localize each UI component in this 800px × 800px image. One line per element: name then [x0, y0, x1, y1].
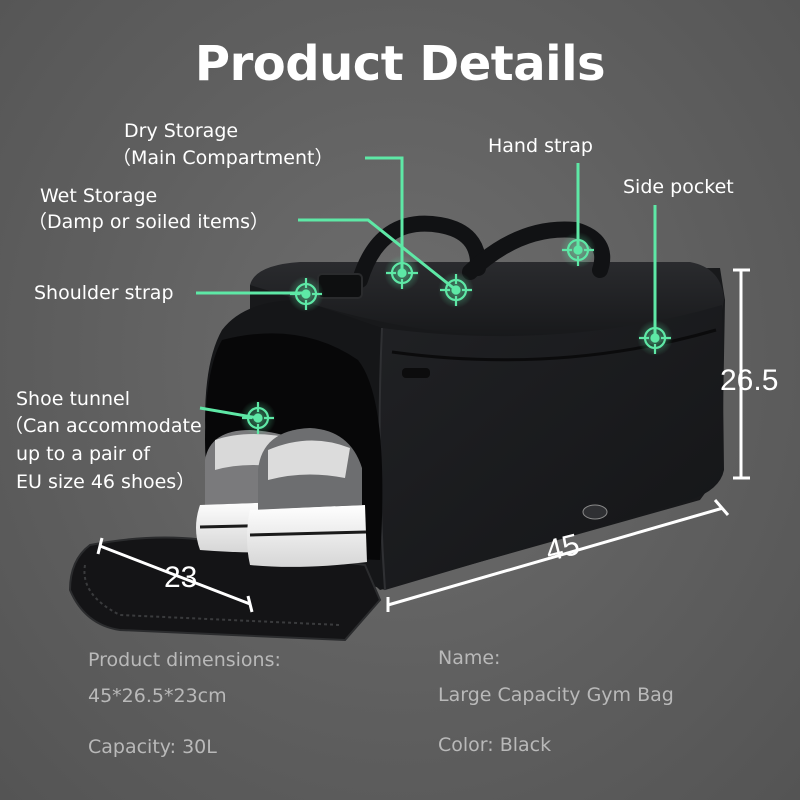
page-title: Product Details — [194, 36, 606, 92]
dimension-height-value: 26.5 — [720, 364, 779, 397]
label-shoe-tunnel-line4: EU size 46 shoes） — [16, 471, 196, 493]
target-icon-dry-storage — [384, 255, 420, 291]
dimension-lines — [96, 268, 750, 613]
label-side-pocket: Side pocket — [623, 176, 734, 198]
target-icon-side-pocket — [637, 320, 673, 356]
dimension-length-line — [386, 499, 730, 612]
dimension-height-line — [733, 268, 750, 480]
bag-top-panel — [250, 262, 724, 340]
dimension-length-value: 45 — [542, 527, 583, 569]
spec-color: Color: Black — [438, 734, 552, 756]
bag-logo-badge — [582, 504, 608, 520]
bag-front-zipper — [391, 328, 717, 362]
label-shoulder-strap: Shoulder strap — [34, 282, 174, 304]
shoulder-strap-buckle — [317, 273, 363, 299]
shoes — [196, 428, 367, 567]
target-icon-shoe-tunnel — [240, 400, 276, 436]
bag-zipper-pull — [402, 368, 430, 378]
label-hand-strap: Hand strap — [488, 135, 593, 157]
target-icon-wet-storage — [438, 272, 474, 308]
label-shoe-tunnel-line2: （Can accommodate — [4, 415, 202, 437]
target-icon-shoulder-strap — [288, 276, 324, 312]
shoe-right — [247, 428, 367, 567]
shoe-tunnel-flap-zipper — [83, 564, 341, 626]
hand-strap-right — [462, 221, 611, 280]
target-icon-hand-strap — [560, 232, 596, 268]
label-dry-storage-sub: （Main Compartment） — [112, 147, 334, 169]
callout-line-dry-storage — [365, 156, 404, 273]
dimension-width-line — [96, 537, 254, 613]
spec-name-label: Name: — [438, 647, 501, 669]
label-wet-storage-sub: （Damp or soiled items） — [28, 211, 270, 233]
callout-markers — [240, 232, 673, 436]
dimension-width-value: 23 — [164, 561, 198, 594]
spec-capacity: Capacity: 30L — [88, 736, 217, 758]
label-shoe-tunnel-line3: up to a pair of — [16, 443, 151, 465]
label-shoe-tunnel: Shoe tunnel — [16, 388, 130, 410]
bag-handles — [317, 215, 611, 299]
spec-dimensions-label: Product dimensions: — [88, 649, 281, 671]
hand-strap-left — [352, 215, 487, 288]
callout-line-wet-storage — [298, 218, 457, 292]
label-wet-storage: Wet Storage — [40, 185, 158, 207]
spec-name-value: Large Capacity Gym Bag — [438, 684, 674, 706]
label-dry-storage: Dry Storage — [124, 120, 239, 142]
spec-dimensions-value: 45*26.5*23cm — [88, 685, 227, 707]
bag-front-panel — [380, 305, 724, 590]
